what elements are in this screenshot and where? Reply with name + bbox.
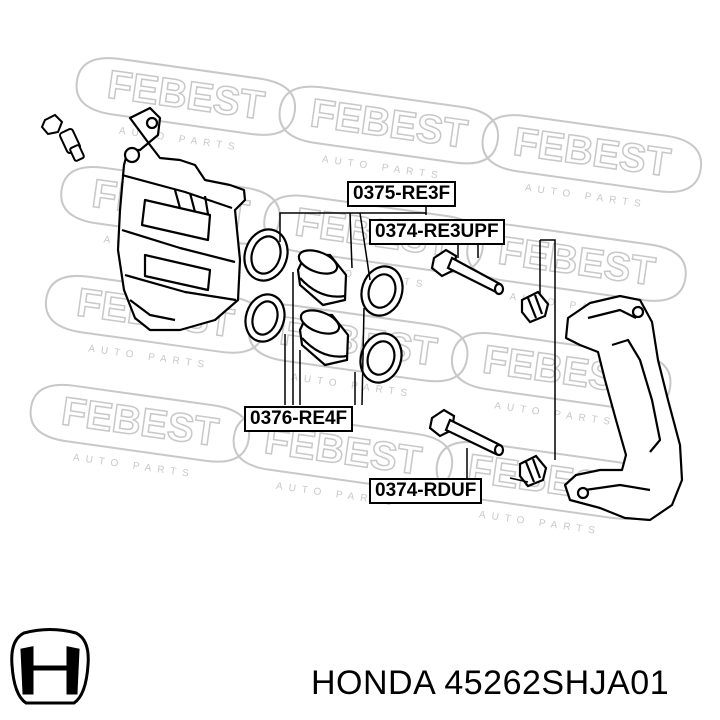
honda-logo-icon: [10, 628, 90, 705]
dust-boot-icon: [360, 265, 404, 317]
leader-lines: [279, 203, 556, 483]
seal-ring-icon: [244, 293, 286, 343]
watermark-brand-text: FEBEST: [511, 120, 673, 186]
watermark-brand-text: FEBEST: [495, 229, 657, 295]
caliper-body-icon: [116, 106, 247, 332]
label-upper-pin-kit: 0374-RE3UPF: [369, 219, 505, 245]
label-lower-pin-kit: 0374-RDUF: [369, 478, 483, 504]
caliper-bracket-icon: [563, 294, 684, 522]
guide-pin-icon: [430, 248, 505, 296]
piston-icon: [298, 309, 350, 367]
pin-boot-icon: [520, 290, 550, 324]
dust-boot-icon: [359, 332, 403, 384]
bleeder-screw-icon: [40, 113, 85, 162]
label-piston-kit: 0375-RE3F: [347, 181, 457, 207]
pin-boot-icon: [518, 454, 548, 488]
label-seal-kit: 0376-RE4F: [244, 406, 354, 432]
piston-icon: [296, 249, 348, 307]
watermark-brand-text: FEBEST: [59, 390, 221, 456]
guide-pin-icon: [428, 408, 505, 457]
seal-ring-icon: [243, 228, 289, 282]
brand-part-number: HONDA 45262SHJA01: [311, 664, 670, 702]
watermark-brand-text: FEBEST: [308, 91, 470, 157]
